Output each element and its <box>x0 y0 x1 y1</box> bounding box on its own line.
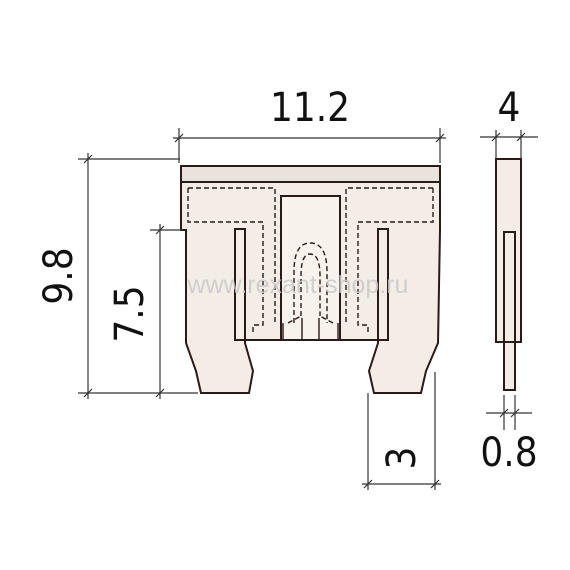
watermark-text: www.rexant-shop.ru <box>187 271 409 299</box>
fuse-front-view <box>180 165 441 394</box>
dim-label-thickness: 4 <box>498 85 521 131</box>
dim-label-width: 11.2 <box>270 85 350 131</box>
dim-label-blade-height: 7.5 <box>107 285 153 342</box>
fuse-side-view <box>495 158 522 391</box>
dim-label-blade-thickness: 0.8 <box>480 430 537 476</box>
fuse-cap <box>180 165 441 183</box>
dim-label-total-height: 9.8 <box>36 247 82 304</box>
fuse-element-solid <box>282 318 339 340</box>
dim-label-blade-width: 3 <box>379 447 425 470</box>
fuse-center-slot <box>280 195 341 341</box>
side-blade <box>503 231 516 391</box>
dimension-ticks <box>83 132 526 489</box>
fuse-element-dashed <box>187 187 434 333</box>
